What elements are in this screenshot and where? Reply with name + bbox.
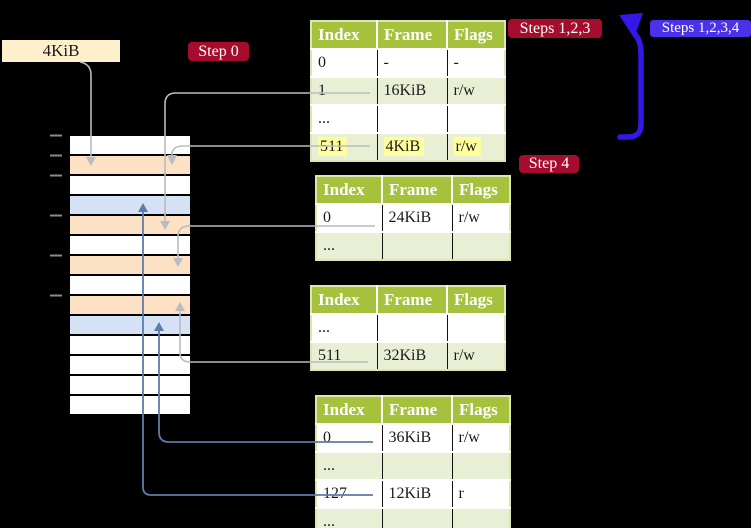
table-header-row: Index Frame Flags xyxy=(316,176,510,204)
col-header-frame: Frame xyxy=(377,286,448,314)
col-header-index: Index xyxy=(316,396,383,424)
address-tick xyxy=(50,174,62,177)
memory-row-13 xyxy=(70,376,190,396)
table-row: ... xyxy=(311,313,505,342)
col-header-index: Index xyxy=(311,286,378,314)
memory-row-8 xyxy=(70,276,190,296)
memory-row-3 xyxy=(70,176,190,196)
table-header-row: Index Frame Flags xyxy=(311,286,505,314)
table-header-row: Index Frame Flags xyxy=(311,21,505,49)
col-header-index: Index xyxy=(316,176,383,204)
table-row: ... xyxy=(316,231,510,260)
badge-steps-1-2-3-4: Steps 1,2,3,4 xyxy=(650,20,751,37)
memory-row-5 xyxy=(70,216,190,236)
memory-row-7 xyxy=(70,256,190,276)
col-header-flags: Flags xyxy=(447,21,505,49)
memory-row-1 xyxy=(70,136,190,156)
page-table-2: Index Frame Flags 0 24KiB r/w ... xyxy=(315,175,511,261)
address-tick xyxy=(50,134,62,137)
col-header-flags: Flags xyxy=(447,286,505,314)
highlighted-cell: 511 xyxy=(318,137,348,156)
address-tick xyxy=(50,254,62,257)
highlighted-cell: 4KiB xyxy=(383,137,425,156)
table-row-highlighted: 511 4KiB r/w xyxy=(311,132,505,161)
table-header-row: Index Frame Flags xyxy=(316,396,510,424)
col-header-flags: Flags xyxy=(452,396,510,424)
memory-row-2 xyxy=(70,156,190,176)
frame-size-label: 4KiB xyxy=(2,40,120,62)
col-header-frame: Frame xyxy=(382,176,453,204)
address-tick xyxy=(50,214,62,217)
physical-memory-stack xyxy=(70,136,190,416)
table-row: 127 12KiB r xyxy=(316,479,510,508)
table-row: 1 16KiB r/w xyxy=(311,76,505,105)
badge-steps-1-2-3: Steps 1,2,3 xyxy=(508,19,602,38)
big-loop-arrow xyxy=(617,13,644,140)
memory-row-10 xyxy=(70,316,190,336)
memory-row-4 xyxy=(70,196,190,216)
table-row: 0 24KiB r/w xyxy=(316,203,510,232)
badge-step-4: Step 4 xyxy=(519,155,579,173)
table-row: 511 32KiB r/w xyxy=(311,341,505,370)
address-tick xyxy=(50,154,62,157)
table-row: 0 - - xyxy=(311,48,505,77)
col-header-frame: Frame xyxy=(382,396,453,424)
table-row: 0 36KiB r/w xyxy=(316,423,510,452)
table-row: ... xyxy=(311,104,505,133)
page-table-1: Index Frame Flags 0 - - 1 16KiB r/w ... … xyxy=(310,20,506,162)
badge-step-0: Step 0 xyxy=(188,42,249,61)
col-header-flags: Flags xyxy=(452,176,510,204)
memory-row-14 xyxy=(70,396,190,416)
page-table-3: Index Frame Flags ... 511 32KiB r/w xyxy=(310,285,506,371)
address-tick xyxy=(50,294,62,297)
address-ticks xyxy=(50,134,62,297)
memory-row-6 xyxy=(70,236,190,256)
memory-row-12 xyxy=(70,356,190,376)
memory-row-11 xyxy=(70,336,190,356)
highlighted-cell: r/w xyxy=(453,137,481,156)
page-table-4: Index Frame Flags 0 36KiB r/w ... 127 12… xyxy=(315,395,511,528)
table-row: ... xyxy=(316,507,510,528)
memory-row-9 xyxy=(70,296,190,316)
table-row: ... xyxy=(316,451,510,480)
col-header-frame: Frame xyxy=(377,21,448,49)
col-header-index: Index xyxy=(311,21,378,49)
